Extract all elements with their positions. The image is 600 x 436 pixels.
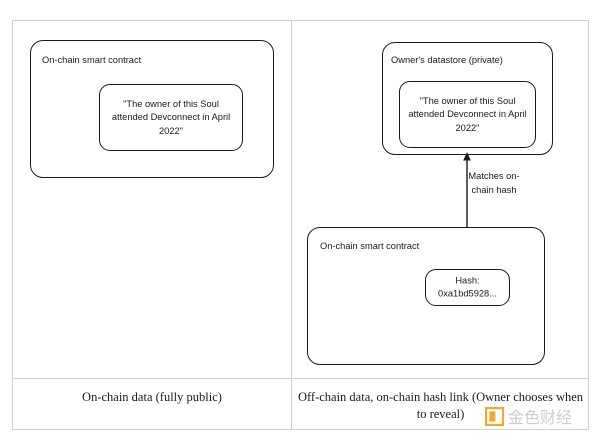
row-divider <box>12 378 589 379</box>
jinse-finance-logo-icon <box>484 406 505 426</box>
right-claim-text: "The owner of this Soul attended Devconn… <box>408 95 527 133</box>
hash-box: Hash: 0xa1bd5928... <box>425 269 510 306</box>
left-claim-box: "The owner of this Soul attended Devconn… <box>99 84 243 151</box>
left-contract-box-label: On-chain smart contract <box>42 55 142 65</box>
left-claim-text: "The owner of this Soul attended Devconn… <box>111 98 231 136</box>
left-panel-caption: On-chain data (fully public) <box>82 390 222 404</box>
table-frame <box>12 20 589 430</box>
watermark: 金色财经 <box>484 404 573 428</box>
column-divider <box>291 20 292 430</box>
datastore-box-label: Owner's datastore (private) <box>391 55 503 65</box>
right-contract-box-label: On-chain smart contract <box>320 241 420 251</box>
right-claim-box: "The owner of this Soul attended Devconn… <box>399 81 536 148</box>
arrow-label: Matches on-chain hash <box>468 171 520 195</box>
right-panel-caption: Off-chain data, on-chain hash link (Owne… <box>297 390 584 421</box>
hash-text: Hash: 0xa1bd5928... <box>438 275 497 299</box>
watermark-text: 金色财经 <box>508 408 573 427</box>
